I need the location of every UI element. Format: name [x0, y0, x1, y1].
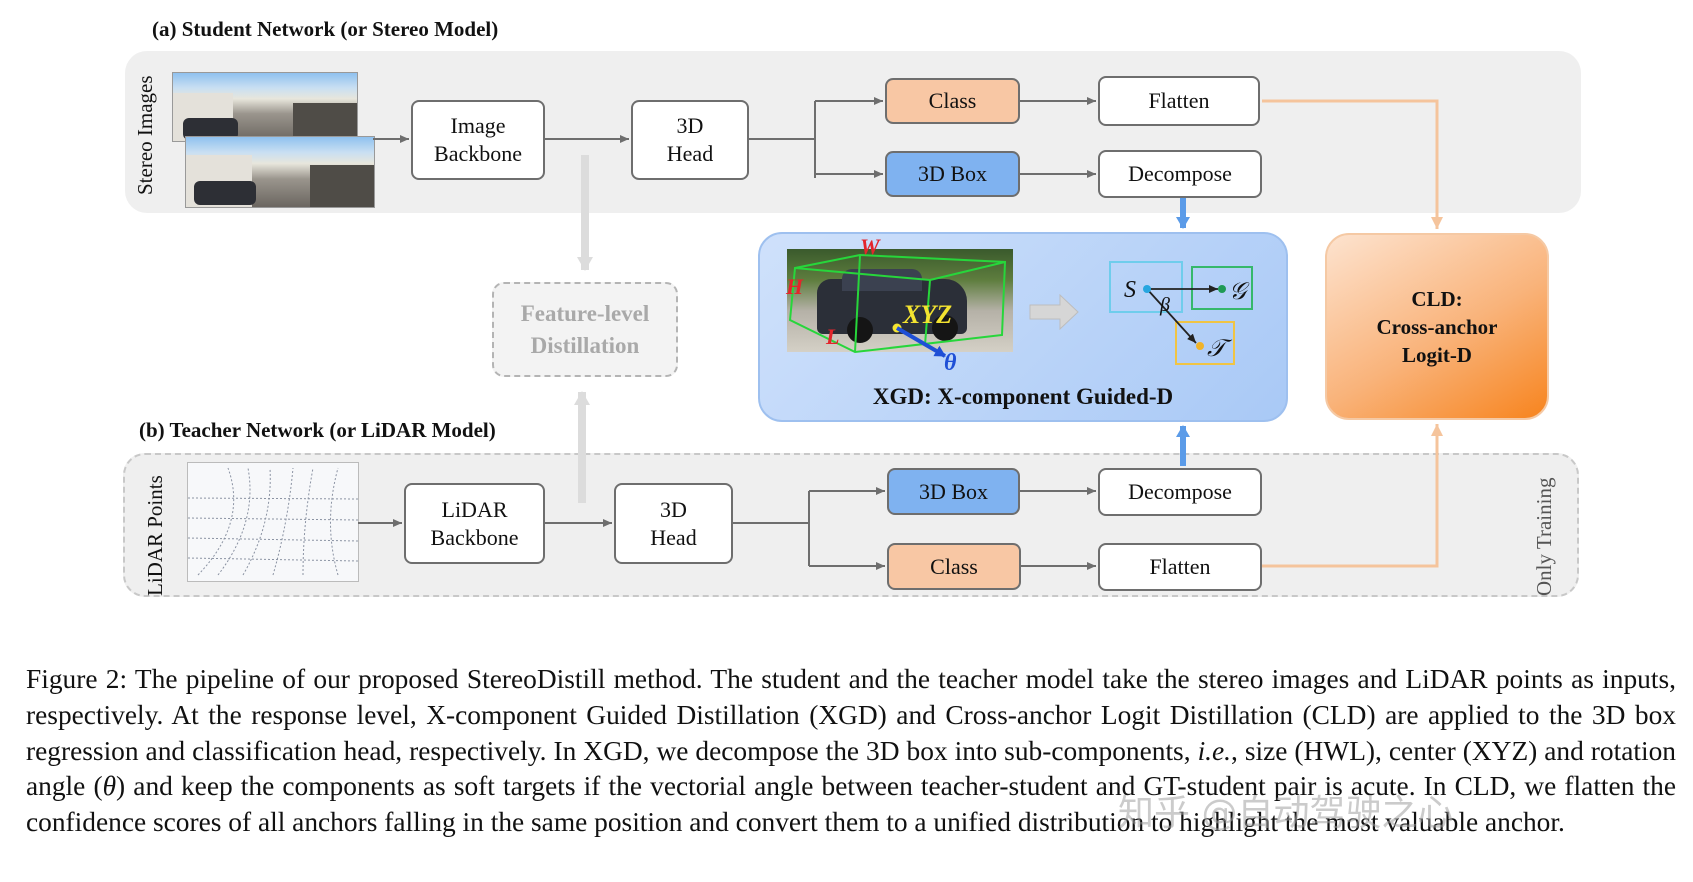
stereo-image-right — [185, 136, 375, 208]
transition-arrow — [1029, 293, 1079, 331]
beta-label: β — [1159, 294, 1170, 316]
student-flatten-box: Flatten — [1098, 76, 1260, 126]
t-label: 𝒯 — [1207, 336, 1233, 362]
s-label: S — [1124, 277, 1136, 303]
stereo-image-left — [172, 72, 358, 142]
car-3d-box-image — [787, 249, 1013, 352]
teacher-class-box: Class — [887, 543, 1021, 590]
student-3d-box: 3D Box — [885, 151, 1020, 197]
t-point — [1196, 342, 1204, 350]
vector-diagram — [1109, 261, 1253, 365]
w-label: W — [860, 234, 881, 259]
xgd-title: XGD: X-component Guided-D — [872, 384, 1174, 409]
student-class-box: Class — [885, 78, 1020, 124]
watermark: 知乎 @自动驾驶之心 — [1118, 793, 1454, 834]
flatten-to-cld-arrows — [1262, 99, 1443, 568]
figure-caption: Figure 2: The pipeline of our proposed S… — [26, 664, 1677, 838]
car-3d-bbox — [788, 253, 1007, 354]
student-title: (a) Student Network (or Stereo Model) — [152, 17, 499, 41]
teacher-flatten-box: Flatten — [1098, 543, 1262, 591]
lidar-points-image — [187, 462, 359, 582]
l-label: L — [825, 324, 839, 349]
s-to-t-vector — [1146, 288, 1197, 344]
car-dimension-labels: W H L — [785, 234, 881, 349]
teacher-title: (b) Teacher Network (or LiDAR Model) — [139, 418, 496, 442]
student-flow-arrows — [373, 97, 1096, 178]
feature-distill-arrows — [574, 155, 593, 503]
g-label: 𝒢 — [1229, 279, 1250, 305]
rotation-arrow — [895, 326, 947, 358]
student-decompose-box: Decompose — [1098, 150, 1262, 198]
teacher-3d-box: 3D Box — [887, 468, 1020, 515]
s-point — [1143, 285, 1151, 293]
theta-label: θ — [944, 350, 957, 376]
teacher-decompose-box: Decompose — [1098, 468, 1262, 516]
teacher-panel — [123, 453, 1579, 597]
xyz-label: XYZ — [902, 300, 952, 329]
teacher-flow-arrows — [358, 487, 1096, 570]
g-point — [1218, 285, 1226, 293]
h-label: H — [785, 274, 804, 299]
